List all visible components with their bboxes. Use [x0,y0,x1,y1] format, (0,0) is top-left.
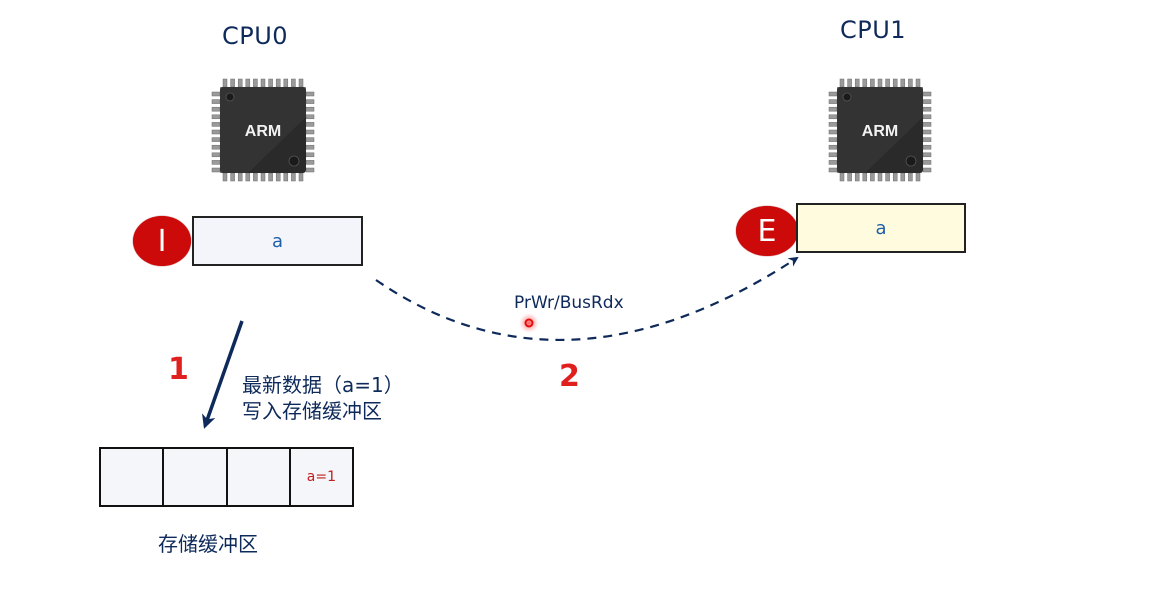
step-1-line-2: 写入存储缓冲区 [242,399,382,423]
step-2-number: 2 [559,359,580,394]
cpu0-state-badge: I [133,216,191,266]
step-1-number: 1 [168,352,189,387]
store-buffer-cell [164,449,228,505]
store-buffer-cell [101,449,165,505]
cpu1-cache-line: a [796,203,966,253]
step-1-description: 最新数据（a=1） 写入存储缓冲区 [242,372,404,424]
store-buffer-cell: a=1 [290,449,352,505]
store-buffer-label: 存储缓冲区 [158,532,258,556]
chip-label: ARM [862,123,898,140]
cpu1-title: CPU1 [840,16,907,44]
cpu1-state-badge: E [736,206,798,256]
transition-label: PrWr/BusRdx [514,293,624,313]
chip-label: ARM [245,123,281,140]
cursor-pointer-highlight [519,313,539,333]
cpu0-cache-value: a [271,230,284,252]
store-buffer-cell [227,449,291,505]
transition-arrow-busrdx [375,256,799,342]
step-1-line-1: 最新数据（a=1） [242,373,404,397]
cpu0-title: CPU0 [222,22,289,50]
write-to-buffer-arrow [202,320,244,429]
store-buffer: a=1 [99,447,354,507]
cpu1-chip-icon: ARM [828,78,932,182]
cpu0-chip-icon: ARM [211,78,315,182]
cpu0-cache-line: a [192,216,363,266]
cpu1-cache-value: a [875,217,887,239]
